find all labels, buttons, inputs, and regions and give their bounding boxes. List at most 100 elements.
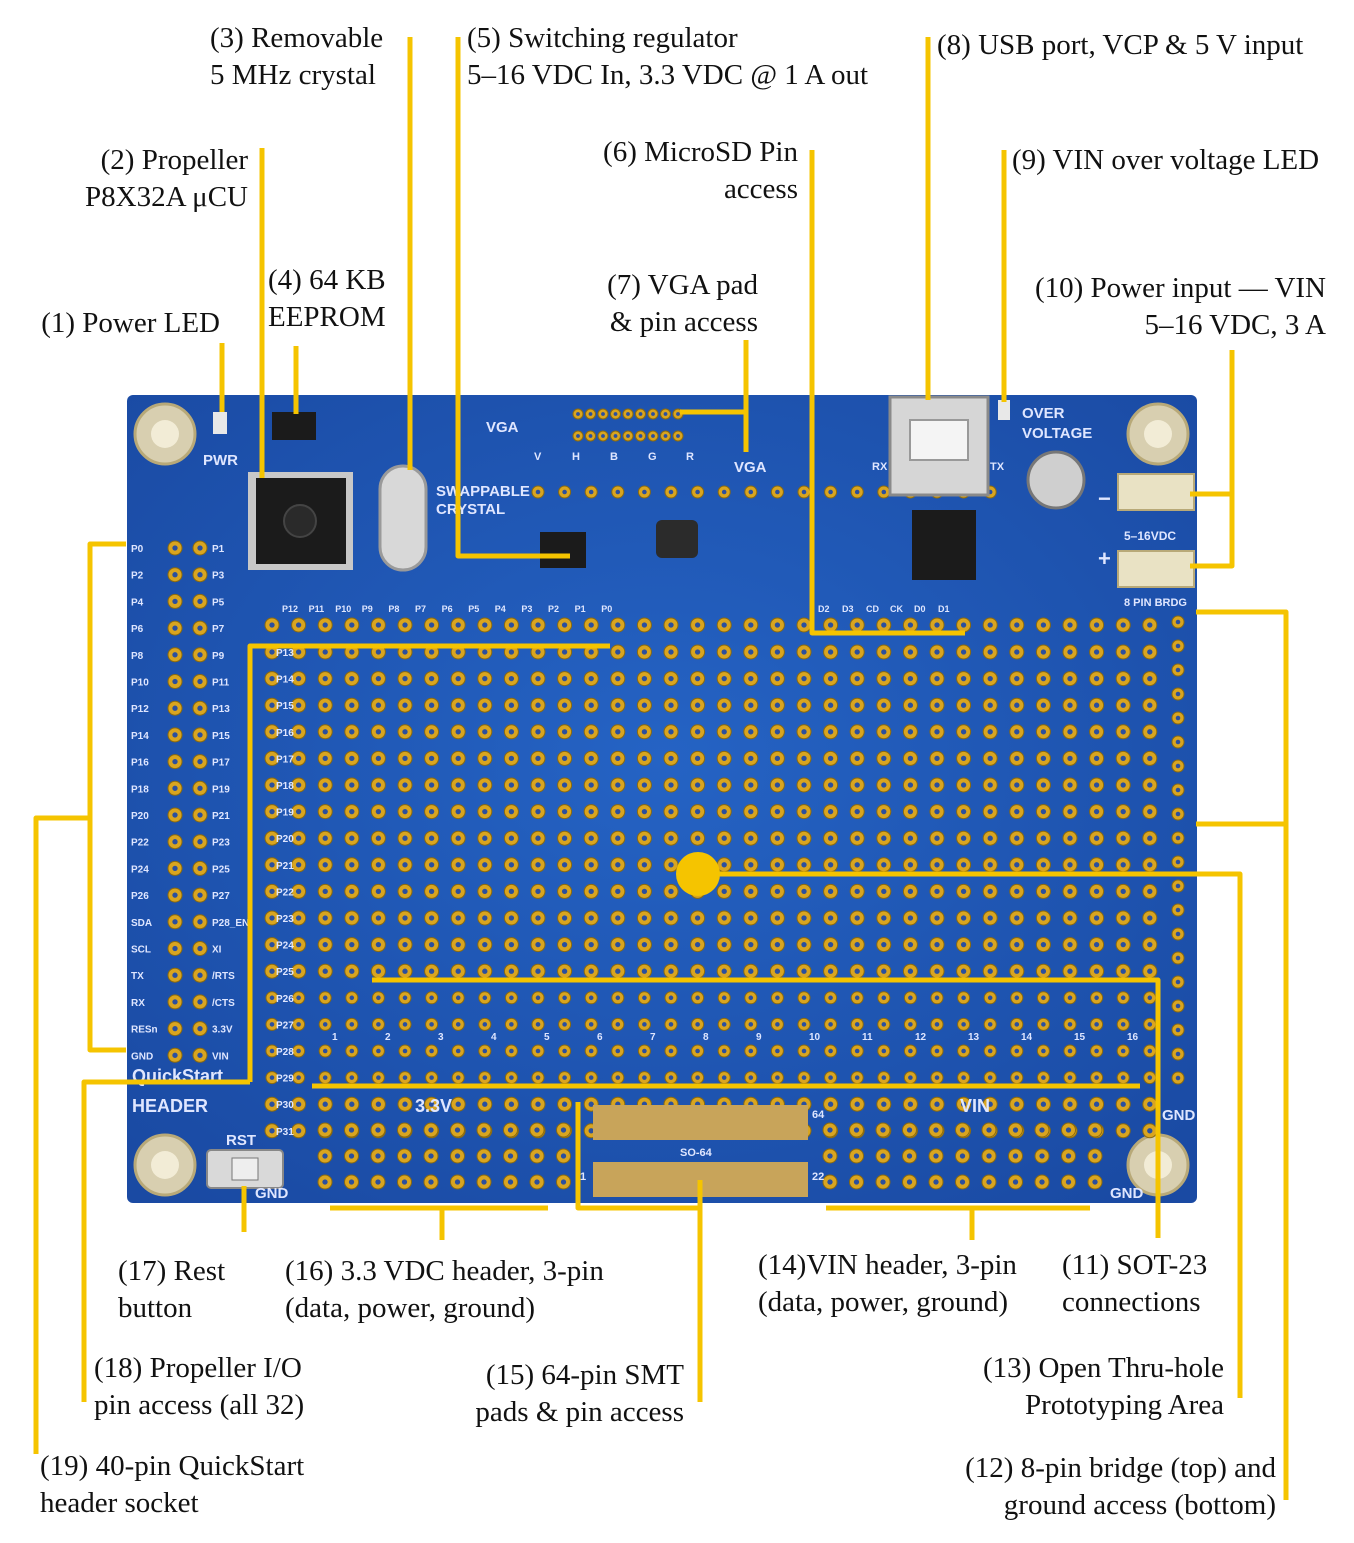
pad-hole [1120,1075,1126,1080]
pad-hole [615,1022,621,1027]
proto-pin-label: P27 [276,1020,294,1031]
callout-leader-lines [33,37,1289,1500]
pad-hole [854,702,860,708]
pad-hole [508,941,515,948]
pad-hole [881,968,887,974]
pad-hole [613,412,618,416]
pad-hole [454,1179,461,1185]
pad-hole [801,995,807,1001]
pad-hole [801,649,807,655]
header-pin-label: P16 [131,758,149,769]
pad-hole [881,835,887,841]
pad-hole [934,729,940,735]
callout-eeprom: (4) 64 KB EEPROM [268,262,386,336]
pad-hole [172,839,178,845]
pad-hole [322,755,328,762]
callout-16-line-1: (16) 3.3 VDC header, 3-pin [285,1255,604,1287]
pad-hole [1039,1153,1045,1159]
pad-hole [375,649,382,655]
pad-hole [455,862,461,868]
pad-hole [960,675,967,682]
pad-hole [269,729,275,735]
pad-hole [775,1048,780,1054]
pad-hole [481,1153,487,1159]
pad-hole [1040,968,1047,974]
pad-hole [588,622,594,628]
pad-hole [801,941,807,948]
pad-hole [428,1127,434,1133]
pad-hole [986,1179,992,1185]
pad-hole [322,1179,328,1185]
sd-pin-label: CK [890,604,903,614]
pad-hole [588,1101,594,1107]
pad-hole [1014,729,1020,735]
pad-hole [1092,1127,1098,1133]
pad-hole [987,915,993,921]
pad-hole [694,755,701,762]
pad-hole [668,1022,674,1027]
pad-hole [1120,1022,1126,1027]
pad-hole [881,729,887,735]
pad-hole [694,808,701,815]
pad-hole [1094,1022,1099,1027]
pad-hole [801,1022,807,1027]
pad-hole [801,1075,807,1080]
pad-hole [1147,835,1153,841]
pad-hole [428,862,435,868]
vga-pin-label: B [610,451,618,463]
callout-prototyping: (13) Open Thru-hole Prototyping Area [983,1350,1224,1424]
pad-hole [960,729,967,735]
pad-hole [907,968,914,974]
pad-hole [827,915,834,921]
pad-hole [296,1075,301,1080]
pad-hole [428,808,435,815]
pad-hole [1040,649,1047,655]
pad-hole [615,915,621,921]
pad-hole [695,1048,700,1054]
pad-hole [588,755,594,762]
pad-hole [827,968,834,974]
pad-hole [349,968,355,974]
callout-15-line-1: (15) 64-pin SMT [485,1359,684,1391]
proto-pin-label: P18 [276,781,294,792]
pad-hole [774,782,781,788]
pad-hole [172,972,178,978]
pad-hole [801,835,807,841]
callout-3-line-1: (3) Removable [210,22,384,54]
pad-hole [588,1048,594,1054]
vga-pin-label: G [648,451,657,463]
pad-hole [562,995,567,1001]
pad-hole [454,1153,461,1159]
n64-silk: 64 [812,1109,825,1121]
pad-hole [535,862,541,868]
header-pin-label: P27 [212,891,230,902]
proto-pin-label: P31 [276,1127,294,1138]
pad-hole [1094,1048,1099,1054]
pad-hole [322,1127,328,1133]
crystal [378,464,428,572]
callout-15-line-2: pads & pin access [475,1396,684,1428]
pad-hole [854,862,860,868]
callout-2-line-1: (2) Propeller [100,144,248,176]
pad-hole [269,1075,275,1080]
pad-hole [295,729,302,735]
pad-hole [534,1179,540,1185]
callout-bridge: (12) 8-pin bridge (top) and ground acces… [965,1450,1276,1524]
pad-hole [615,835,621,841]
pad-hole [428,702,435,708]
pad-hole [827,702,834,708]
pad-hole [561,941,568,948]
pad-hole [588,782,594,788]
pad-hole [854,995,860,1001]
pad-hole [402,995,408,1001]
header-pin-label: P23 [212,838,230,849]
callout-10-line-2: 5–16 VDC, 3 A [1144,309,1326,341]
sot-number: 10 [809,1032,821,1043]
callout-11-line-1: (11) SOT-23 [1062,1249,1208,1281]
pad-hole [651,412,655,416]
pad-hole [561,888,568,895]
pad-hole [827,1101,834,1107]
pad-hole [854,729,860,735]
pad-hole [881,1075,887,1080]
pad-hole [880,1153,886,1159]
